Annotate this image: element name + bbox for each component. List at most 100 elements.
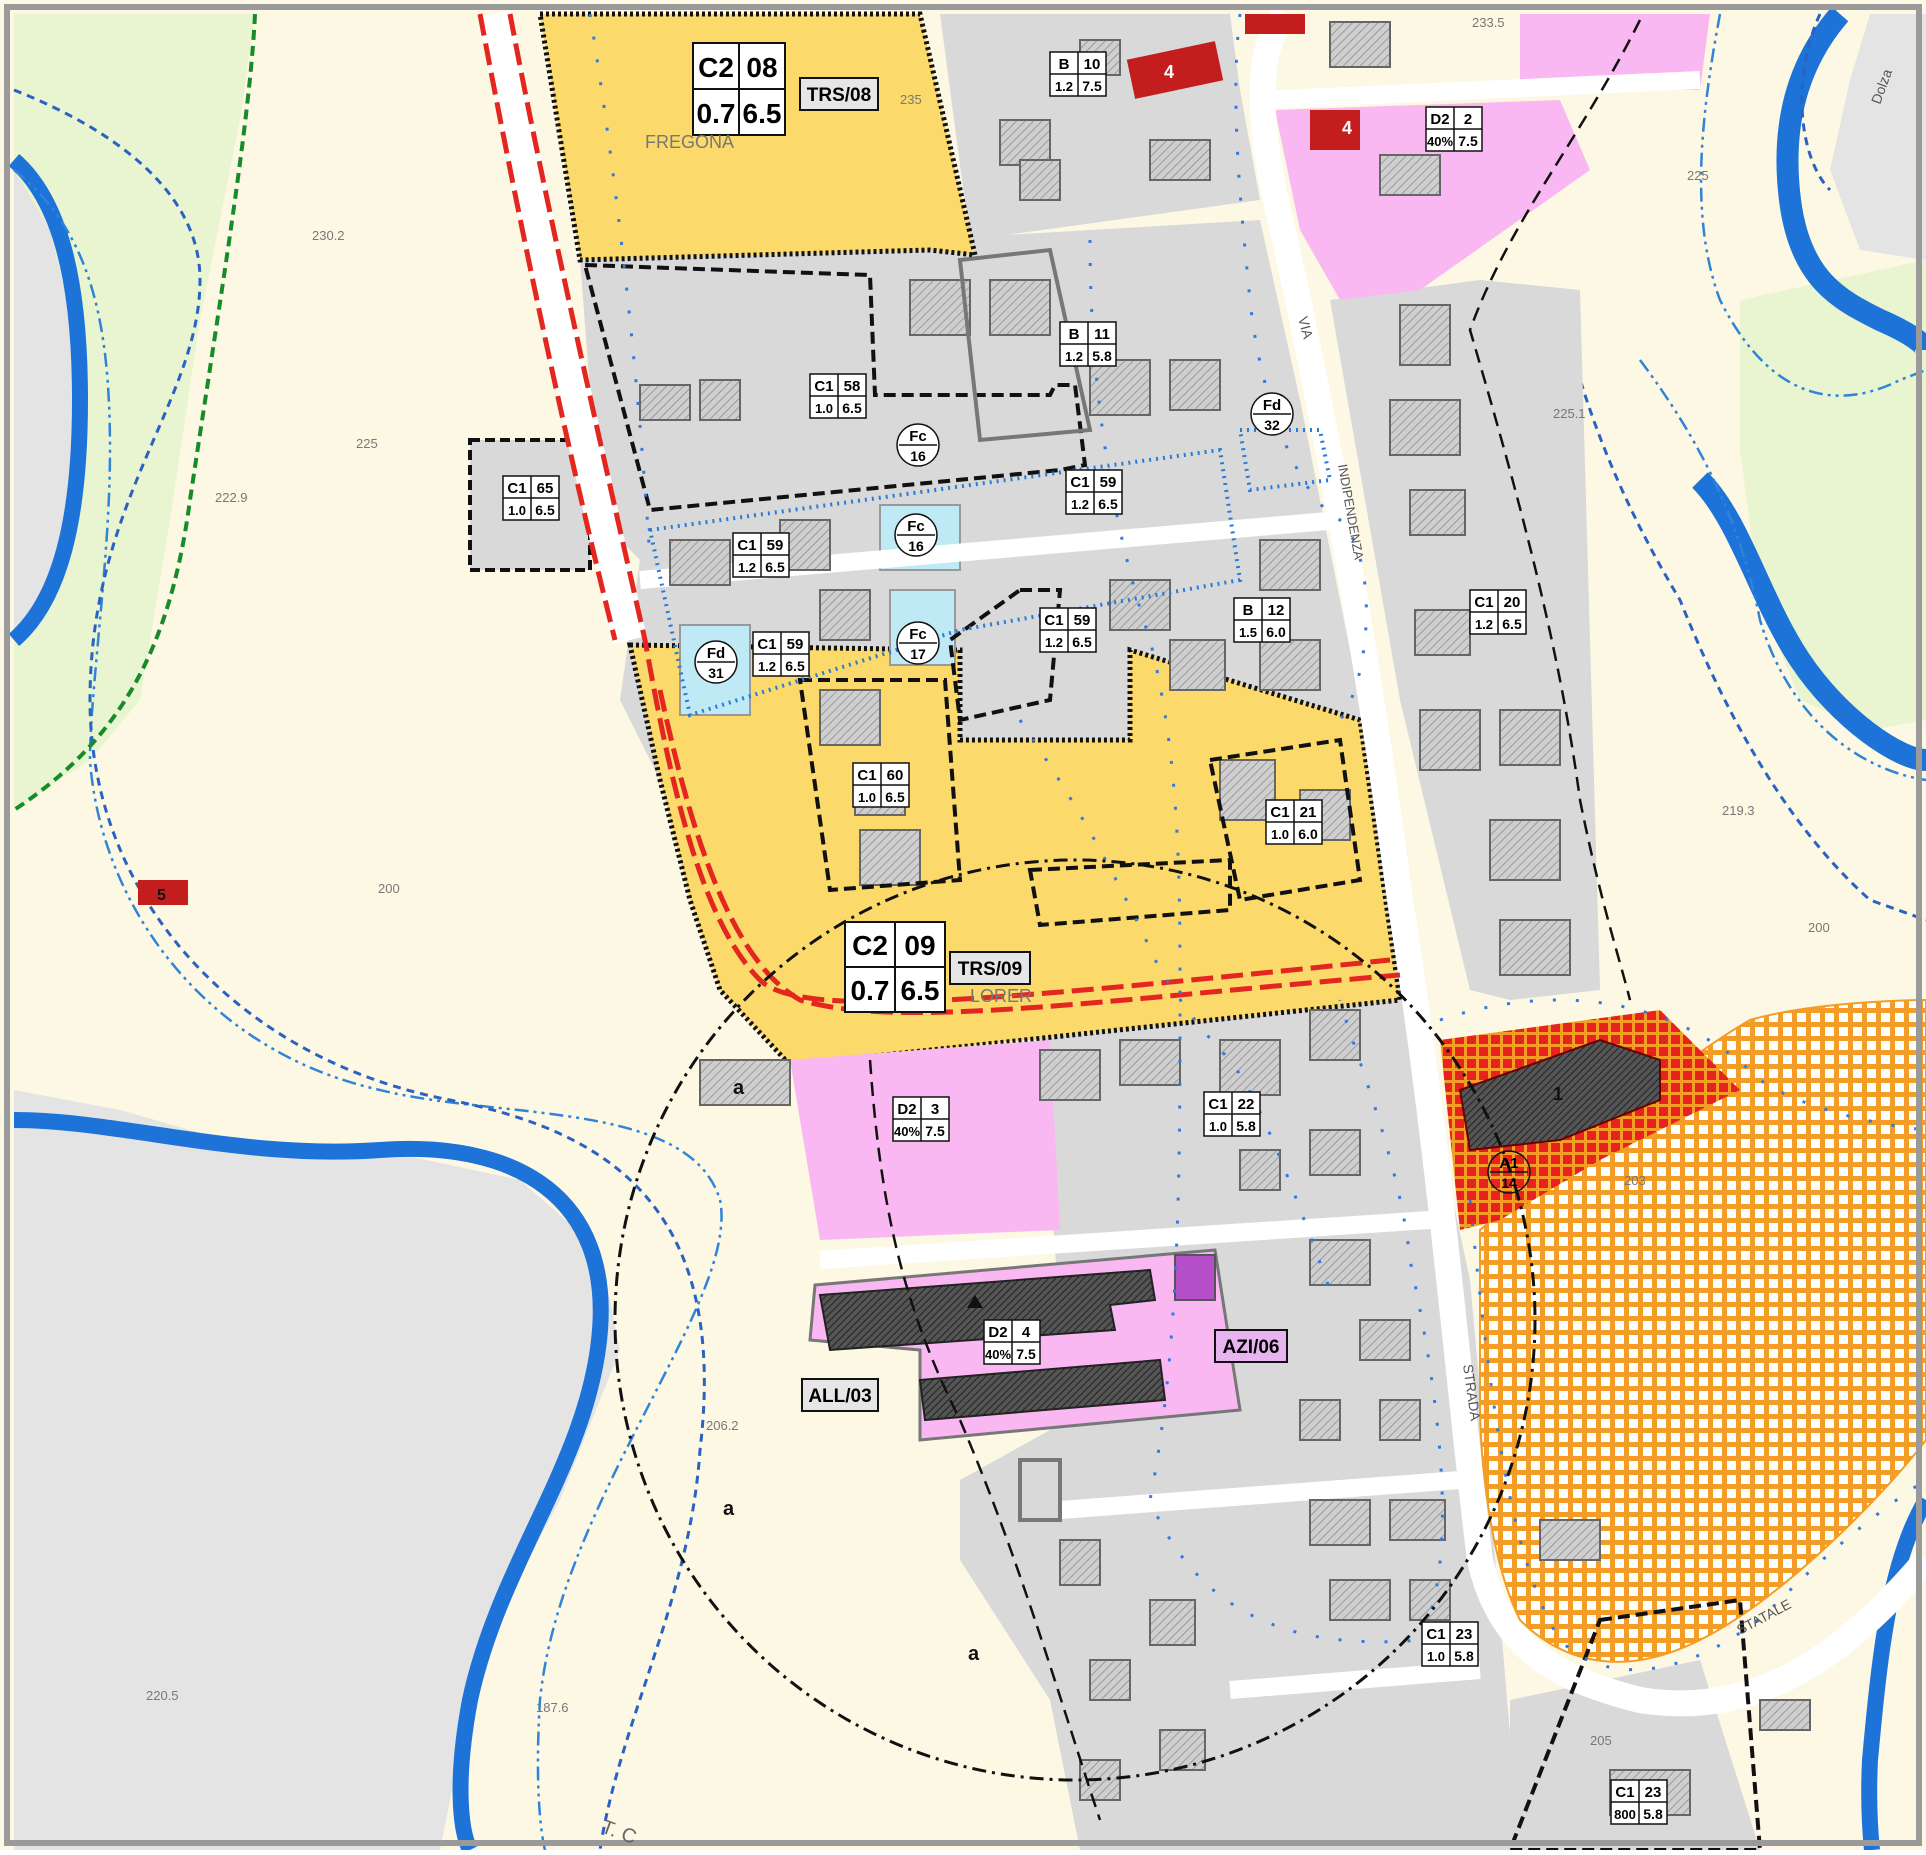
zone-label-cell: 6.5 — [785, 658, 805, 674]
service-number: 31 — [708, 665, 724, 681]
svg-text:6.5: 6.5 — [743, 98, 782, 129]
svg-text:AZI/06: AZI/06 — [1222, 1337, 1279, 1358]
zone-label-cell: 10 — [1084, 56, 1101, 73]
zone-label-cell: C1 — [737, 537, 756, 554]
zone-label-cell: 6.0 — [1298, 826, 1318, 842]
area-letter-a-2: a — [723, 1498, 735, 1520]
zone-label-cell: B — [1243, 602, 1254, 619]
zone-label-cell: 5.8 — [1643, 1806, 1663, 1822]
service-number: 14 — [1501, 1175, 1517, 1191]
historic-building-4-east — [1310, 110, 1360, 150]
zone-label-cell: 12 — [1268, 602, 1285, 619]
zone-label-cell: C1 — [757, 636, 776, 653]
zone-label-cell: 23 — [1645, 1784, 1662, 1801]
zone-label-b-10: B 10 1.2 7.5 — [1050, 52, 1106, 96]
service-number: 16 — [910, 448, 926, 464]
zone-label-cell: D2 — [897, 1101, 916, 1118]
svg-text:TRS/08: TRS/08 — [807, 85, 871, 106]
zone-label-cell: C1 — [507, 480, 526, 497]
service-code: Fc — [909, 428, 927, 445]
zone-label-cell: 5.8 — [1092, 348, 1112, 364]
historic-building-top — [1245, 14, 1305, 34]
service-building-purple — [1175, 1255, 1215, 1300]
zone-label-cell: C1 — [1474, 594, 1493, 611]
service-code: Fd — [707, 645, 725, 662]
building-number-1: 1 — [1553, 1084, 1563, 1104]
elevation-e3: 222.9 — [215, 490, 248, 505]
service-code: Fc — [907, 518, 925, 535]
service-number: 16 — [908, 538, 924, 554]
zone-label-cell: 40% — [894, 1124, 920, 1139]
elevation-e13: 205 — [1590, 1733, 1612, 1748]
area-letter-a-3: a — [968, 1643, 980, 1665]
zone-label-cell: 1.2 — [738, 560, 756, 575]
zone-label-cell: 20 — [1504, 594, 1521, 611]
svg-text:6.5: 6.5 — [901, 975, 940, 1006]
zone-label-cell: 1.2 — [1055, 79, 1073, 94]
zone-label-cell: 1.2 — [1071, 497, 1089, 512]
zone-label-cell: 3 — [931, 1101, 939, 1118]
elevation-e10: 225.1 — [1553, 406, 1586, 421]
zone-label-cell: C1 — [1208, 1096, 1227, 1113]
zone-label-cell: B — [1059, 56, 1070, 73]
zone-label-cell: 1.0 — [1271, 827, 1289, 842]
zone-label-cell: 1.0 — [1427, 1649, 1445, 1664]
zone-label-cell: 59 — [1074, 612, 1091, 629]
tag-trs08: TRS/08 — [800, 78, 878, 110]
service-number: 32 — [1264, 417, 1280, 433]
zone-label-cell: 40% — [1427, 134, 1453, 149]
zone-label-cell: D2 — [988, 1324, 1007, 1341]
zone-label-cell: 58 — [844, 378, 861, 395]
elevation-e7: 187.6 — [536, 1700, 569, 1715]
zone-label-cell: 5.8 — [1454, 1648, 1474, 1664]
zone-label-cell: 2 — [1464, 111, 1472, 128]
zone-label-cell: 22 — [1238, 1096, 1255, 1113]
zone-label-cell: 6.5 — [1072, 634, 1092, 650]
zone-label-cell: 59 — [1100, 474, 1117, 491]
zone-label-cell: C1 — [1070, 474, 1089, 491]
zone-label-c2-08: C2 08 0.7 6.5 — [693, 43, 785, 135]
area-letter-a-1: a — [733, 1077, 745, 1099]
zone-label-cell: 1.2 — [1065, 349, 1083, 364]
svg-text:C2: C2 — [698, 52, 734, 83]
elevation-e1: 230.2 — [312, 228, 345, 243]
zone-label-cell: 59 — [787, 636, 804, 653]
building-number-4-east: 4 — [1342, 118, 1352, 138]
zone-label-cell: 23 — [1456, 1626, 1473, 1643]
zone-label-cell: 1.5 — [1239, 625, 1257, 640]
zone-label-cell: C1 — [1044, 612, 1063, 629]
zone-label-cell: 60 — [887, 767, 904, 784]
zone-label-c1-59d: C1 59 1.2 6.5 — [753, 632, 809, 676]
zone-label-cell: 7.5 — [1082, 78, 1102, 94]
zone-label-cell: 1.2 — [758, 659, 776, 674]
service-label-fc-16b: Fc 16 — [895, 514, 937, 556]
elevation-e6: 220.5 — [146, 1688, 179, 1703]
zone-label-cell: 6.5 — [885, 789, 905, 805]
svg-text:0.7: 0.7 — [851, 975, 890, 1006]
service-number: 17 — [910, 646, 926, 662]
zone-label-cell: 1.0 — [815, 401, 833, 416]
elevation-e2: 225 — [356, 436, 378, 451]
building-number-4-north: 4 — [1164, 62, 1174, 82]
elevation-e8: 233.5 — [1472, 15, 1505, 30]
zone-label-cell: 800 — [1614, 1807, 1636, 1822]
place-lorer: LORER — [970, 986, 1032, 1006]
zone-label-cell: 1.2 — [1045, 635, 1063, 650]
place-fregona: FREGONA — [645, 132, 734, 152]
